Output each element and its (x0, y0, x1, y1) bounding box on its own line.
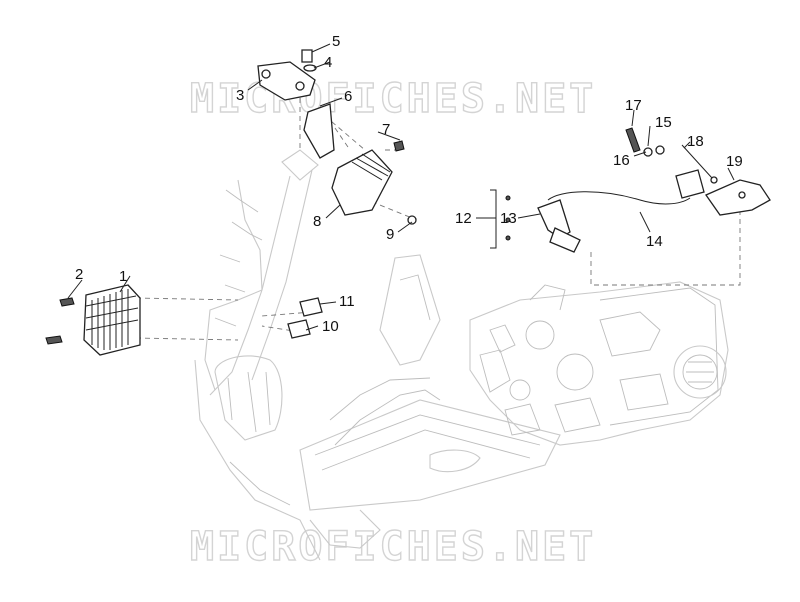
part-ignition-coil-lead (490, 169, 705, 253)
callout-15: 15 (655, 114, 672, 131)
watermark-top: MICROFICHES.NET (190, 76, 596, 122)
callout-7: 7 (382, 121, 390, 138)
leader-lines (67, 43, 735, 331)
callout-6: 6 (344, 88, 352, 105)
callout-3: 3 (236, 87, 244, 104)
part-bracket (257, 49, 335, 159)
callout-18: 18 (687, 133, 704, 150)
callout-9: 9 (386, 226, 394, 243)
callout-2: 2 (75, 266, 83, 283)
callout-17: 17 (625, 97, 642, 114)
scooter-frame-outline (194, 149, 561, 561)
callout-19: 19 (726, 153, 743, 170)
callout-14: 14 (646, 233, 663, 250)
callout-1: 1 (119, 268, 127, 285)
callout-10: 10 (322, 318, 339, 335)
callout-5: 5 (332, 33, 340, 50)
callout-12: 12 (455, 210, 472, 227)
callout-4: 4 (324, 54, 332, 71)
part-clips (287, 297, 323, 339)
part-coil-bracket (625, 127, 771, 216)
callout-16: 16 (613, 152, 630, 169)
callout-labels: 1 2 3 4 5 6 7 8 9 10 11 12 13 14 15 16 1… (75, 33, 743, 335)
part-regulator (45, 284, 141, 356)
engine-assembly-outline (469, 281, 729, 446)
part-control-unit (331, 140, 417, 225)
callout-8: 8 (313, 213, 321, 230)
callout-13: 13 (500, 210, 517, 227)
watermark-bottom: MICROFICHES.NET (190, 524, 596, 570)
callout-11: 11 (339, 293, 355, 310)
